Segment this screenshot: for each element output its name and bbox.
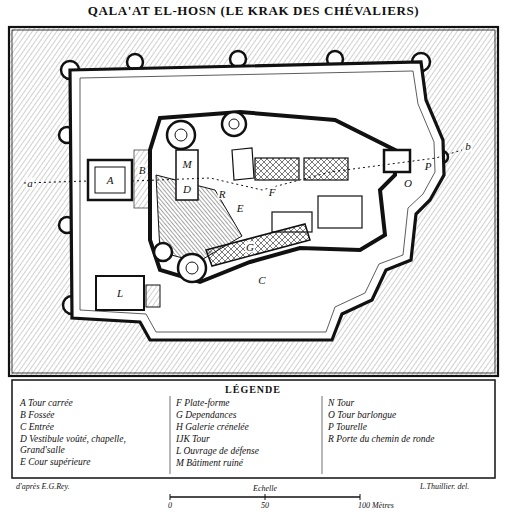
scale-number: 100 Mètres — [358, 502, 394, 510]
frame-line — [12, 30, 495, 373]
legend-entry: D Vestibule voûté, chapelle, Grand'salle — [20, 434, 166, 456]
legend-entry: F Plate-forme — [176, 398, 318, 409]
legend-entry: A Tour carrée — [20, 398, 166, 409]
scale-number: 50 — [261, 502, 269, 510]
legend-divider — [170, 396, 171, 474]
legend-entry: P Tourelle — [328, 422, 490, 433]
legend-entry: L Ouvrage de défense — [176, 446, 318, 457]
legend-heading: LÉGENDE — [225, 384, 281, 395]
callout-letter: O — [403, 178, 413, 189]
oblong-tower — [384, 150, 410, 172]
legend-entry: IJK Tour — [176, 434, 318, 445]
callout-letter: F — [268, 187, 277, 198]
legend-entry: M Bâtiment ruiné — [176, 458, 318, 469]
credit-note: d'après E.G.Rey. — [16, 483, 70, 491]
callout-letter: L — [116, 288, 124, 299]
legend-entry: E Cour supérieure — [20, 457, 166, 468]
square-tower — [88, 160, 132, 200]
outbuilding — [318, 196, 362, 228]
legend-entry: H Galerie crénelée — [176, 422, 318, 433]
outer-wall-inner-line — [80, 71, 435, 332]
scale-number: 0 — [168, 502, 172, 510]
callout-letter: E — [236, 203, 245, 214]
callout-letter: D — [182, 184, 192, 195]
point-letter: b — [464, 141, 472, 152]
legend-divider — [322, 396, 323, 474]
ruined-building — [176, 150, 198, 200]
legend-box — [12, 380, 495, 478]
legend-entry: G Dependances — [176, 410, 318, 421]
callout-letter: A — [106, 175, 115, 186]
gallery — [206, 224, 310, 266]
callout-letter: G — [245, 242, 255, 253]
callout-letter: R — [218, 189, 227, 200]
point-letter: a — [26, 178, 34, 189]
scale-caption: Echelle — [253, 485, 277, 493]
defence-work — [96, 276, 144, 310]
callout-letter: B — [138, 165, 147, 176]
terrain-hatching — [9, 27, 498, 376]
legend-entry: R Porte du chemin de ronde — [328, 434, 490, 445]
outer-wall — [70, 62, 444, 340]
inner-wall — [150, 112, 395, 282]
legend-entry: C Entrée — [20, 422, 166, 433]
moat — [134, 150, 150, 208]
legend-entry: O Tour barlongue — [328, 410, 490, 421]
chapel — [232, 148, 254, 180]
callout-letter: C — [257, 275, 266, 286]
credit-note: L.Thuillier. del. — [420, 483, 469, 491]
scale-tick — [170, 494, 171, 500]
square-tower-inner — [95, 167, 125, 193]
route-line — [24, 150, 462, 190]
callout-letter: M — [181, 159, 192, 170]
vaulted-hall — [255, 158, 299, 180]
defence-work-annex — [146, 285, 160, 307]
callout-letter: P — [424, 161, 433, 172]
plan-title: QALA'AT EL-HOSN (LE KRAK DES CHÉVALIERS) — [0, 3, 507, 19]
scale-tick — [265, 494, 266, 500]
scale-tick — [360, 494, 361, 500]
legend-entry: N Tour — [328, 398, 490, 409]
legend-entry: B Fossée — [20, 410, 166, 421]
